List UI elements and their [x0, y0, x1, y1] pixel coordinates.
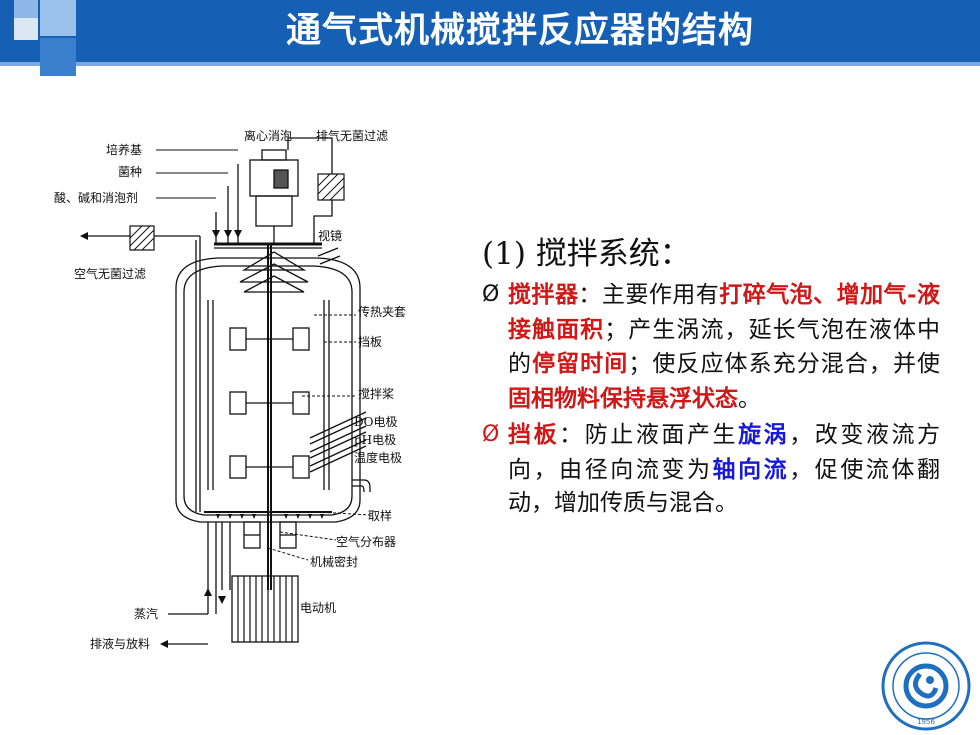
label-exhaust-filter: 排气无菌过滤 — [316, 128, 388, 143]
bullet-text-segment: ；产生涡流，延长气泡在液体中的 — [508, 316, 941, 378]
section-heading: (1) 搅拌系统： — [482, 236, 691, 272]
label-air-filter: 空气无菌过滤 — [74, 266, 146, 281]
corner-square-1 — [14, 0, 38, 18]
label-steam: 蒸汽 — [134, 606, 158, 621]
title-bar — [0, 0, 980, 66]
label-air-sparger: 空气分布器 — [336, 534, 396, 549]
bullet-marker: Ø — [482, 282, 500, 307]
label-impeller: 搅拌桨 — [358, 386, 394, 401]
bullet-item: Ø 挡板：防止液面产生旋涡，改变液流方向，由径向流变为轴向流，促使流体翻动，增加传… — [478, 418, 940, 521]
label-heat-jacket: 传热夹套 — [358, 304, 406, 319]
bullet-marker: Ø — [482, 422, 500, 447]
bullet-text-segment: ；使反应体系充分混合，并使 — [628, 351, 941, 377]
bullet-text-segment: 旋涡 — [738, 421, 790, 448]
bullet-list: Ø 搅拌器：主要作用有打碎气泡、增加气-液接触面积；产生涡流，延长气泡在液体中的停… — [478, 278, 940, 521]
label-medium: 培养基 — [106, 142, 142, 157]
label-ph-electrode: pH电极 — [354, 433, 396, 447]
label-centrifugal-defoamer: 离心消泡 — [244, 128, 292, 143]
label-temp-electrode: 温度电极 — [354, 450, 402, 465]
corner-square-2 — [40, 0, 76, 36]
bioreactor-diagram: 培养基 菌种 酸、碱和消泡剂 空气无菌过滤 离心消泡 排气无菌过滤 视镜 传热夹… — [18, 120, 440, 650]
label-sight-glass: 视镜 — [318, 228, 342, 243]
bullet-text-segment: ，改变液流方向，由径向流变为 — [508, 422, 940, 483]
label-motor: 电动机 — [300, 601, 336, 615]
bullet-text-segment: 固相物料保持悬浮状态 — [508, 384, 738, 412]
label-do-electrode: DO电极 — [354, 415, 397, 429]
label-drain: 排液与放料 — [90, 636, 150, 650]
label-mechanical-seal: 机械密封 — [310, 554, 358, 569]
text-panel: (1) 搅拌系统： Ø 搅拌器：主要作用有打碎气泡、增加气-液接触面积；产生涡流，… — [478, 232, 940, 521]
label-sampling: 取样 — [368, 508, 392, 523]
bullet-text-segment: ，促使流体翻动，增加传质与混合。 — [508, 456, 940, 517]
bullet-text-segment: 。 — [738, 385, 761, 412]
bullet-text-segment: 停留时间 — [532, 350, 629, 377]
bullet-text-segment: ：主要作用有 — [578, 282, 720, 308]
bullet-item: Ø 搅拌器：主要作用有打碎气泡、增加气-液接触面积；产生涡流，延长气泡在液体中的停… — [478, 278, 940, 416]
page-title: 通气式机械搅拌反应器的结构 — [285, 11, 754, 51]
university-seal-icon: 1956 — [881, 641, 971, 731]
bullet-text-segment: 搅拌器 — [508, 281, 579, 308]
label-baffle: 挡板 — [358, 335, 382, 349]
corner-square-4 — [40, 38, 76, 76]
bullet-text-segment: ：防止液面产生 — [559, 422, 739, 448]
label-seed: 菌种 — [118, 165, 142, 179]
bullet-text-segment: 轴向流 — [712, 455, 790, 483]
corner-square-3 — [14, 18, 38, 40]
title-underline — [0, 62, 980, 66]
label-acid-base-antifoam: 酸、碱和消泡剂 — [54, 190, 138, 205]
bullet-text-segment: 挡板 — [508, 421, 560, 448]
bullet-text-segment: 打碎气泡、增加气-液接触面积 — [508, 281, 941, 343]
logo-year: 1956 — [917, 718, 935, 726]
